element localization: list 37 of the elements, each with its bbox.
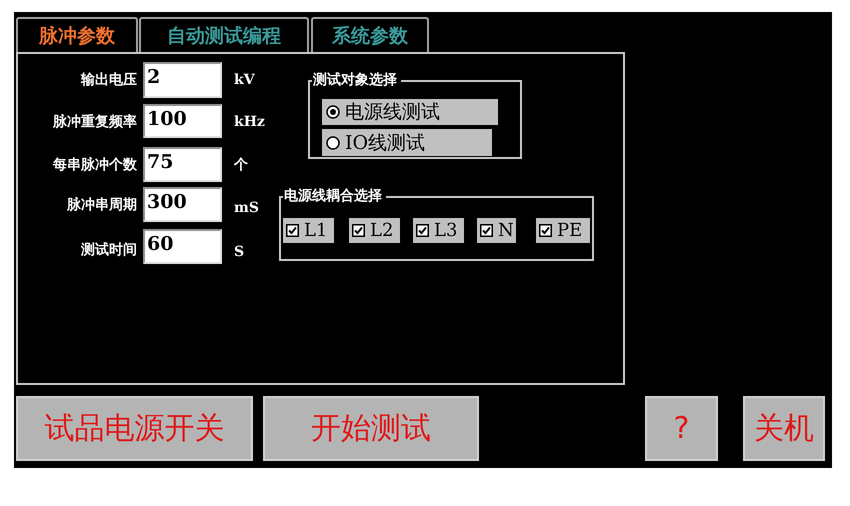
button: 关机 — [743, 396, 825, 461]
input-field: 75 — [143, 147, 222, 182]
button: 试品电源开关 — [16, 396, 253, 461]
checkbox-option — [536, 218, 590, 243]
option-label: L3 — [434, 220, 458, 241]
checkbox-option — [477, 218, 516, 243]
option-label: N — [498, 220, 514, 241]
checkbox-option — [349, 218, 400, 243]
input-field: 300 — [143, 187, 222, 222]
parameter-label: 每串脉冲个数 — [53, 156, 137, 175]
option-label: L2 — [370, 220, 394, 241]
option-label: PE — [557, 220, 582, 241]
radio-option — [322, 129, 492, 156]
option-label: L1 — [304, 220, 328, 241]
parameter-label: 脉冲串周期 — [67, 196, 137, 215]
radio-option — [322, 99, 498, 125]
unit-label: S — [234, 243, 244, 262]
unit-label: kHz — [234, 113, 265, 132]
button: ? — [645, 396, 718, 461]
input-field: 60 — [143, 229, 222, 264]
checkbox-option — [413, 218, 464, 243]
option-label: IO线测试 — [345, 130, 426, 156]
unit-label: kV — [234, 71, 255, 90]
tab: 自动测试编程 — [139, 17, 309, 53]
unit-label: mS — [234, 199, 259, 218]
button: 开始测试 — [263, 396, 479, 461]
checkbox-option — [283, 218, 334, 243]
input-field: 100 — [143, 104, 222, 138]
parameter-label: 测试时间 — [81, 241, 137, 260]
parameter-label: 输出电压 — [81, 71, 137, 90]
parameter-label: 脉冲重复频率 — [53, 112, 137, 132]
input-field: 2 — [143, 62, 222, 98]
settings-panel — [16, 52, 625, 385]
unit-label: 个 — [234, 156, 248, 175]
tab: 脉冲参数 — [16, 17, 138, 53]
tab: 系统参数 — [311, 17, 429, 53]
option-label: 电源线测试 — [345, 100, 440, 125]
